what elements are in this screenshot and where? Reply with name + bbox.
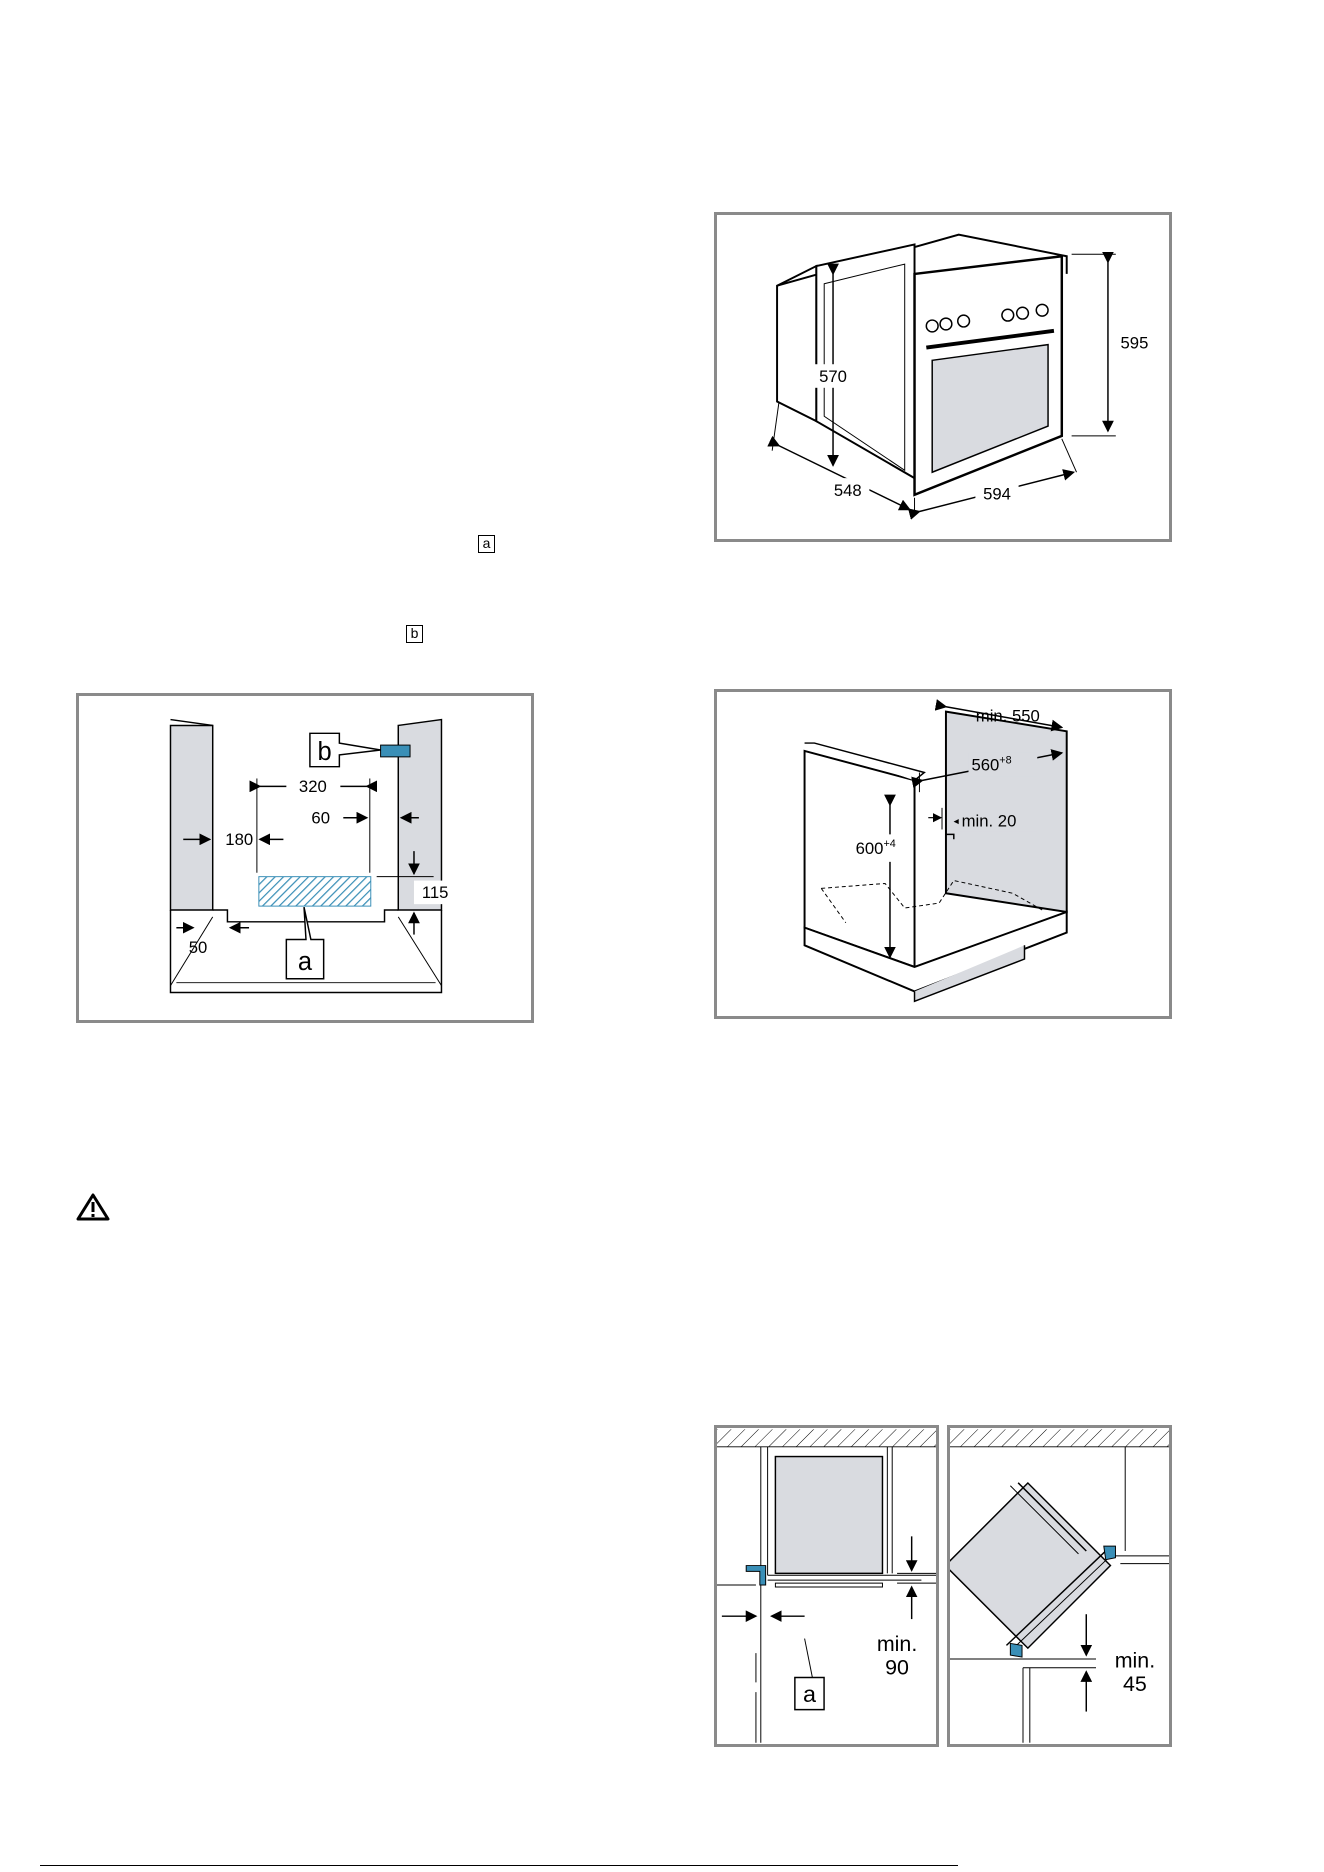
bracket-position-drawing: b a 320 60 180 115 50: [79, 696, 531, 1020]
dim-60-label: 60: [311, 809, 330, 828]
dim-width-label: 594: [983, 485, 1011, 504]
min-label: min.: [877, 1632, 917, 1656]
ref-b-marker: b: [406, 625, 423, 643]
ref-a-label: a: [298, 948, 313, 976]
min-value-label: 90: [885, 1656, 909, 1680]
dim-height-label: 595: [1121, 334, 1149, 353]
seal-profile: [746, 1566, 765, 1585]
dim-50-label: 50: [189, 938, 208, 957]
warning-icon: [76, 1192, 110, 1222]
ref-a-label: a: [803, 1681, 816, 1707]
corner-left-drawing: min. 90 a: [717, 1428, 936, 1744]
figure-oven-dimensions: 595 570 548 594: [714, 212, 1172, 542]
dim-min-depth-label: min. 550: [976, 706, 1040, 725]
figure-corner-right: min. 45: [947, 1425, 1172, 1747]
dim-depth-label: 548: [834, 481, 862, 500]
dim-320-label: 320: [299, 777, 327, 796]
cabinet-niche-drawing: min. 550 560+8 600+4 min. 20: [717, 692, 1169, 1016]
dim-115-label: 115: [422, 883, 449, 902]
min-label: min.: [1115, 1649, 1155, 1673]
dim-min-gap-label: min. 20: [962, 812, 1017, 831]
mounting-area: [259, 877, 371, 906]
ref-a-marker: a: [478, 535, 495, 553]
seal-profile-upper: [1104, 1546, 1116, 1560]
figure-bracket-position: b a 320 60 180 115 50: [76, 693, 534, 1023]
oven-dimensions-drawing: 595 570 548 594: [717, 215, 1169, 539]
figure-cabinet-niche: min. 550 560+8 600+4 min. 20: [714, 689, 1172, 1019]
dim-inner-depth-label: 570: [819, 367, 847, 386]
bracket-icon: [381, 745, 410, 757]
footer-rule: [40, 1865, 958, 1866]
figure-corner-left: min. 90 a: [714, 1425, 939, 1747]
ref-b-label: b: [318, 738, 332, 766]
min-value-label: 45: [1123, 1672, 1147, 1696]
corner-right-drawing: min. 45: [950, 1428, 1169, 1744]
dim-180-label: 180: [225, 830, 253, 849]
seal-profile-lower: [1010, 1643, 1022, 1657]
